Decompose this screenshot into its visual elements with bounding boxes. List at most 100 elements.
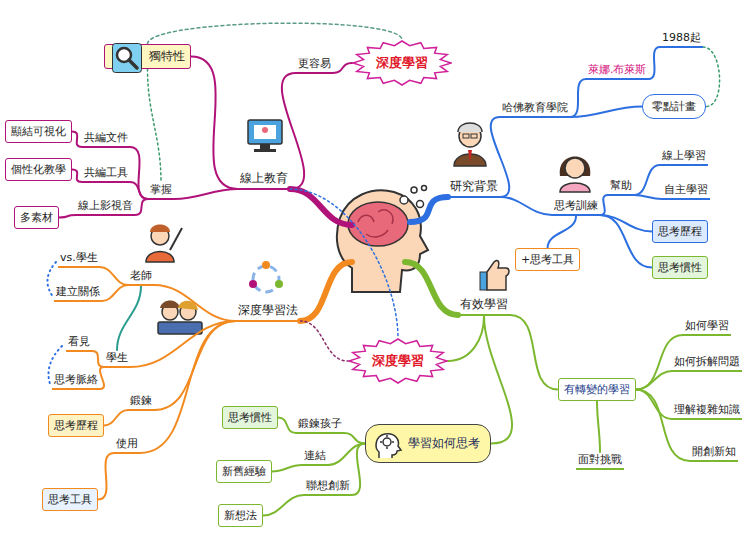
topic-box: 多素材 (14, 206, 59, 229)
branch-line (140, 321, 236, 453)
node-text: 使用 (116, 436, 138, 451)
branch-line (135, 199, 148, 215)
star-callout: 深度學習 (348, 338, 448, 384)
node-text: 自主學習 (664, 182, 708, 197)
topic-label: vs.學生 (58, 250, 100, 268)
node-text: 幫助 (610, 178, 632, 193)
students-icon (158, 301, 202, 335)
topic-label: 自主學習 (662, 182, 710, 200)
node-text: 獨特性 (149, 48, 185, 65)
branch-line (92, 351, 104, 367)
topic-label: 面對挑戰 (576, 452, 624, 470)
node-text: 掌握 (150, 182, 172, 197)
topic-label: 鍛鍊 (128, 393, 154, 411)
branch-line (448, 316, 484, 361)
topic-box: 思考歷程 (48, 414, 104, 437)
node-text: 思考訓練 (554, 198, 598, 213)
branch-line (600, 195, 608, 215)
node-text: 個性化教學 (11, 162, 66, 177)
node-text: 線上影視音 (78, 198, 133, 213)
node-text: 鍛鍊孩子 (298, 416, 342, 431)
branch-line (59, 215, 76, 218)
main-branch (290, 189, 352, 225)
topic-label: 使用 (114, 436, 140, 454)
monitor-icon (248, 120, 282, 152)
topic-label: 如何拆解問題 (672, 354, 742, 372)
thinking-head-icon (373, 430, 403, 460)
node-text: 思考工具 (48, 492, 92, 507)
topic-box: 有轉變的學習 (558, 378, 636, 401)
branch-line (600, 215, 652, 268)
node-text: 共編文件 (84, 130, 128, 145)
branch-line (344, 433, 365, 444)
branch-line (100, 367, 104, 389)
node-text: 聯想創新 (306, 478, 350, 493)
node-text: 如何學習 (685, 318, 729, 333)
branch-line (636, 390, 672, 420)
node-text: 理解複雜知識 (674, 402, 740, 417)
topic-label: 1988起 (660, 30, 703, 48)
dotted-link (703, 47, 720, 107)
branch-line (649, 47, 661, 79)
node-text: 有效學習 (460, 296, 508, 313)
branch-line (352, 444, 365, 496)
topic-box: 思考歷程 (652, 220, 708, 243)
branch-line (597, 401, 600, 452)
node-text: 建立關係 (56, 284, 100, 299)
topic-label: 深度學習法 (236, 302, 300, 322)
topic-label: 有效學習 (458, 296, 510, 316)
thumbs-up-icon (480, 260, 509, 290)
dotted-link (290, 189, 398, 338)
topic-label: 共編文件 (82, 130, 130, 148)
branch-line (100, 267, 128, 285)
branch-line (154, 285, 236, 321)
cycle-icon (249, 261, 283, 292)
topic-box: 獨特性 (104, 44, 191, 69)
topic-label: 開創新知 (690, 444, 738, 462)
main-branch (410, 197, 448, 222)
branch-line (634, 195, 662, 199)
star-callout: 深度學習 (352, 40, 452, 86)
topic-label: 哈佛教育學院 (500, 100, 570, 118)
topic-label: 老師 (128, 268, 154, 286)
branch-line (102, 285, 128, 301)
node-text: 老師 (130, 268, 152, 283)
branch-line (272, 465, 302, 472)
node-text: 開創新知 (692, 444, 736, 459)
branch-line (636, 390, 690, 462)
star-shape (349, 339, 447, 383)
branch-line (333, 63, 352, 73)
branch-line (510, 315, 558, 390)
dotted-link (148, 69, 162, 182)
cloud-box: 學習如何思考 (365, 424, 491, 463)
girl-icon (560, 157, 591, 193)
branch-line (570, 79, 586, 117)
topic-label: 看見 (66, 334, 92, 352)
node-text: 深度學習法 (238, 302, 298, 319)
rounded-box: 零點計畫 (642, 94, 706, 119)
topic-label: 學生 (104, 350, 130, 368)
node-text: 思考慣性 (228, 410, 272, 425)
node-text: 線上學習 (662, 148, 706, 163)
topic-label: 更容易 (296, 56, 333, 74)
branch-line (104, 410, 128, 426)
topic-label: 萊娜.布萊斯 (586, 62, 649, 80)
topic-box: +思考工具 (515, 248, 580, 271)
branch-line (191, 57, 238, 190)
topic-box: 新想法 (218, 504, 263, 527)
branch-line (72, 170, 82, 183)
branch-line (130, 321, 236, 367)
node-text: 鍛鍊 (130, 393, 152, 408)
node-text: 顯結可視化 (11, 124, 66, 139)
topic-box: 新舊經驗 (216, 460, 272, 483)
topic-label: 幫助 (608, 178, 634, 196)
node-text: 多素材 (20, 210, 53, 225)
topic-box: 思考慣性 (652, 256, 708, 279)
node-text: 新想法 (224, 508, 257, 523)
branch-line (72, 132, 82, 148)
branch-line (636, 371, 672, 390)
central-head (337, 186, 428, 293)
node-text: 共編工具 (84, 165, 128, 180)
node-text: 研究背景 (450, 178, 498, 195)
